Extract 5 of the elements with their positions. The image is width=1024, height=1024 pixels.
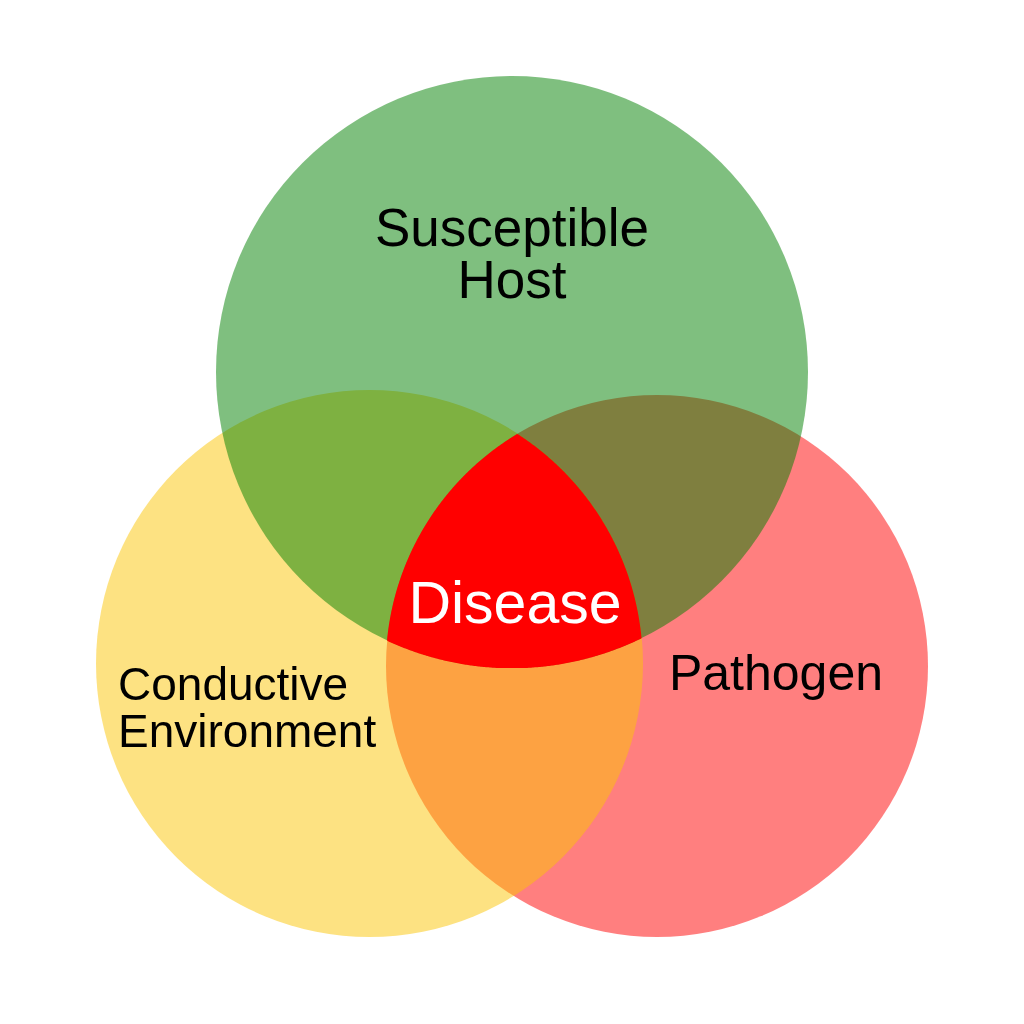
region-label: Disease — [408, 570, 622, 636]
circle-label: Susceptible Host — [375, 202, 649, 306]
intersection-region — [387, 433, 642, 668]
circle-label: Conductive Environment — [118, 661, 377, 755]
circle-label: Pathogen — [668, 647, 884, 699]
